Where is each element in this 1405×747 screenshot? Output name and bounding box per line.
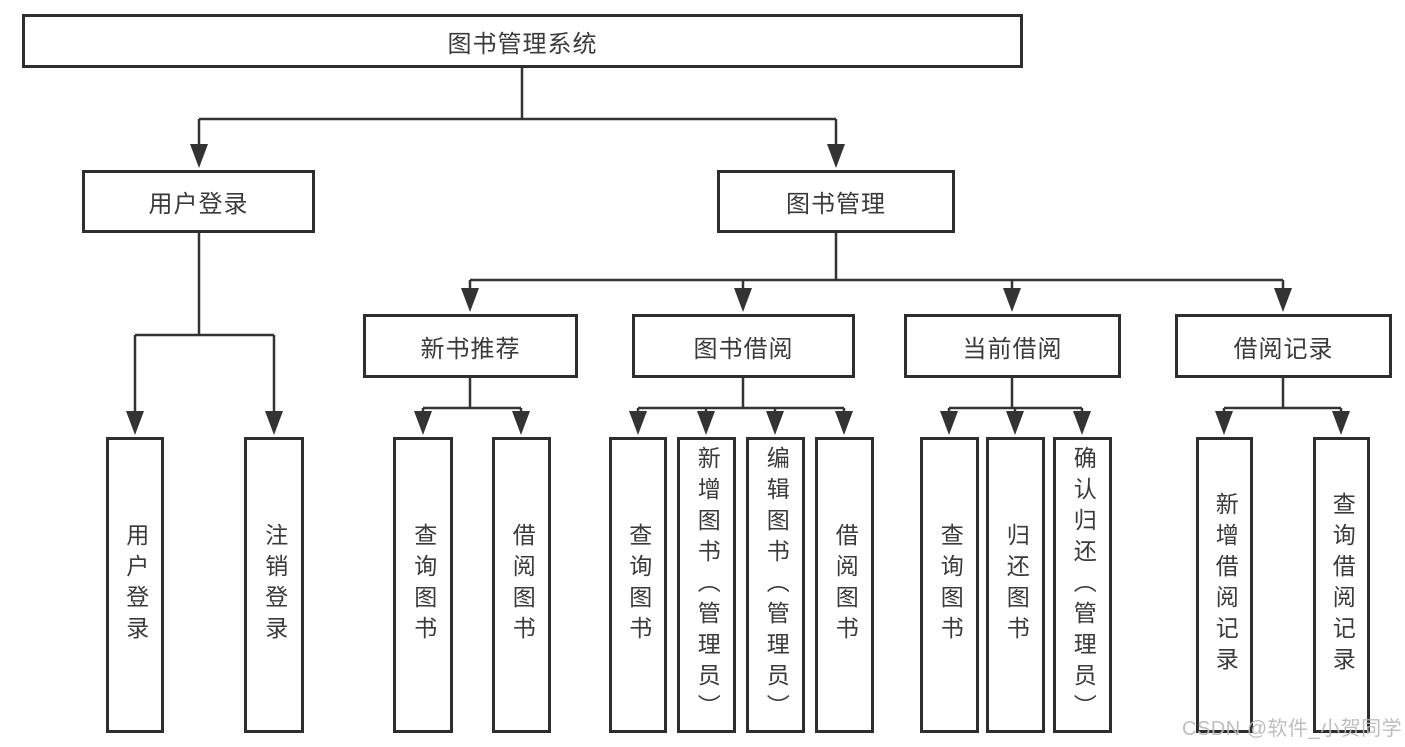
leaf-borrow-books-under-recommend: 借阅图书	[492, 437, 551, 733]
leaf-query-books-under-current: 查询图书	[920, 437, 979, 733]
leaf-query-books-under-borrow: 查询图书	[609, 437, 667, 733]
node-user-login: 用户登录	[82, 170, 315, 233]
node-label: 借阅图书	[509, 523, 536, 647]
node-label: 编辑图书（管理员）	[763, 445, 790, 725]
node-label: 注销登录	[261, 523, 288, 647]
node-book-management: 图书管理	[717, 170, 955, 233]
leaf-query-books-under-recommend: 查询图书	[393, 437, 453, 733]
node-label: 新增图书（管理员）	[694, 445, 721, 725]
leaf-logout: 注销登录	[244, 437, 304, 733]
node-label: 新书推荐	[420, 335, 521, 363]
leaf-edit-book-admin: 编辑图书（管理员）	[746, 437, 805, 733]
leaf-add-book-admin: 新增图书（管理员）	[677, 437, 736, 733]
watermark: CSDN @软件_小贺同学	[1182, 718, 1403, 740]
node-label: 用户登录	[122, 523, 149, 647]
node-label: 归还图书	[1003, 523, 1030, 647]
node-current-borrow: 当前借阅	[904, 314, 1121, 378]
leaf-borrow-books-under-borrow: 借阅图书	[815, 437, 874, 733]
leaf-query-borrow-record: 查询借阅记录	[1313, 437, 1370, 733]
node-new-book-recommend: 新书推荐	[363, 314, 578, 378]
node-label: 查询图书	[937, 523, 964, 647]
node-label: 查询借阅记录	[1329, 492, 1356, 678]
node-label: 图书管理系统	[447, 30, 598, 58]
root-node: 图书管理系统	[22, 14, 1023, 68]
node-borrow-records: 借阅记录	[1175, 314, 1392, 378]
leaf-confirm-return-admin: 确认归还（管理员）	[1053, 437, 1112, 733]
node-label: 借阅记录	[1233, 335, 1334, 363]
node-label: 确认归还（管理员）	[1070, 445, 1097, 725]
node-label: 借阅图书	[832, 523, 859, 647]
node-label: 图书管理	[786, 191, 886, 218]
node-label: 当前借阅	[962, 335, 1063, 363]
node-label: 图书借阅	[693, 335, 794, 363]
node-label: 查询图书	[410, 523, 437, 647]
leaf-add-borrow-record: 新增借阅记录	[1196, 437, 1253, 733]
leaf-user-login: 用户登录	[106, 437, 164, 733]
node-label: 查询图书	[625, 523, 652, 647]
node-label: 用户登录	[148, 191, 249, 218]
leaf-return-book: 归还图书	[986, 437, 1045, 733]
node-label: 新增借阅记录	[1212, 492, 1239, 678]
node-book-borrow: 图书借阅	[632, 314, 855, 378]
